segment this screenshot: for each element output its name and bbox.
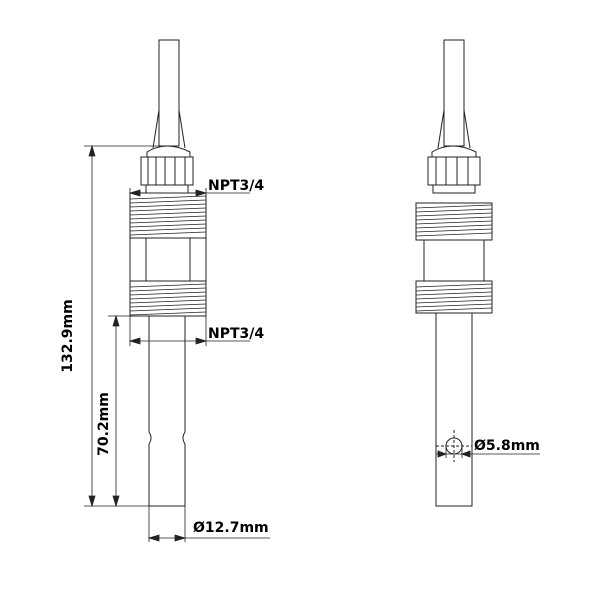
left-view [129,39,207,507]
dimension-thread-bottom [128,316,250,346]
lower-thread [129,280,207,317]
probe [148,315,186,507]
label-probe-diameter: Ø12.7mm [193,520,269,536]
upper-thread [415,202,493,241]
dimension-insertion [108,314,149,508]
dimension-thread-top [128,188,250,198]
label-hole-diameter: Ø5.8mm [474,438,540,454]
cable [443,39,465,147]
cable [158,39,180,147]
right-view [415,39,493,507]
cable-gland [140,145,194,194]
lower-thread [415,280,493,314]
label-overall-length: 132.9mm [60,299,76,372]
upper-thread [129,192,207,239]
hex-body [423,239,485,282]
hex-body [129,237,207,282]
label-thread-top: NPT3/4 [208,178,264,194]
cable-gland [427,145,481,194]
label-insertion-length: 70.2mm [96,392,112,456]
dimension-probe-diameter [147,506,270,542]
cable-taper [178,109,186,149]
probe [435,312,473,507]
cable-taper [152,109,160,149]
label-thread-bottom: NPT3/4 [208,326,264,342]
electrode-hole [436,430,472,462]
dimension-hole-diameter [436,450,540,458]
dimension-overall [84,144,159,508]
